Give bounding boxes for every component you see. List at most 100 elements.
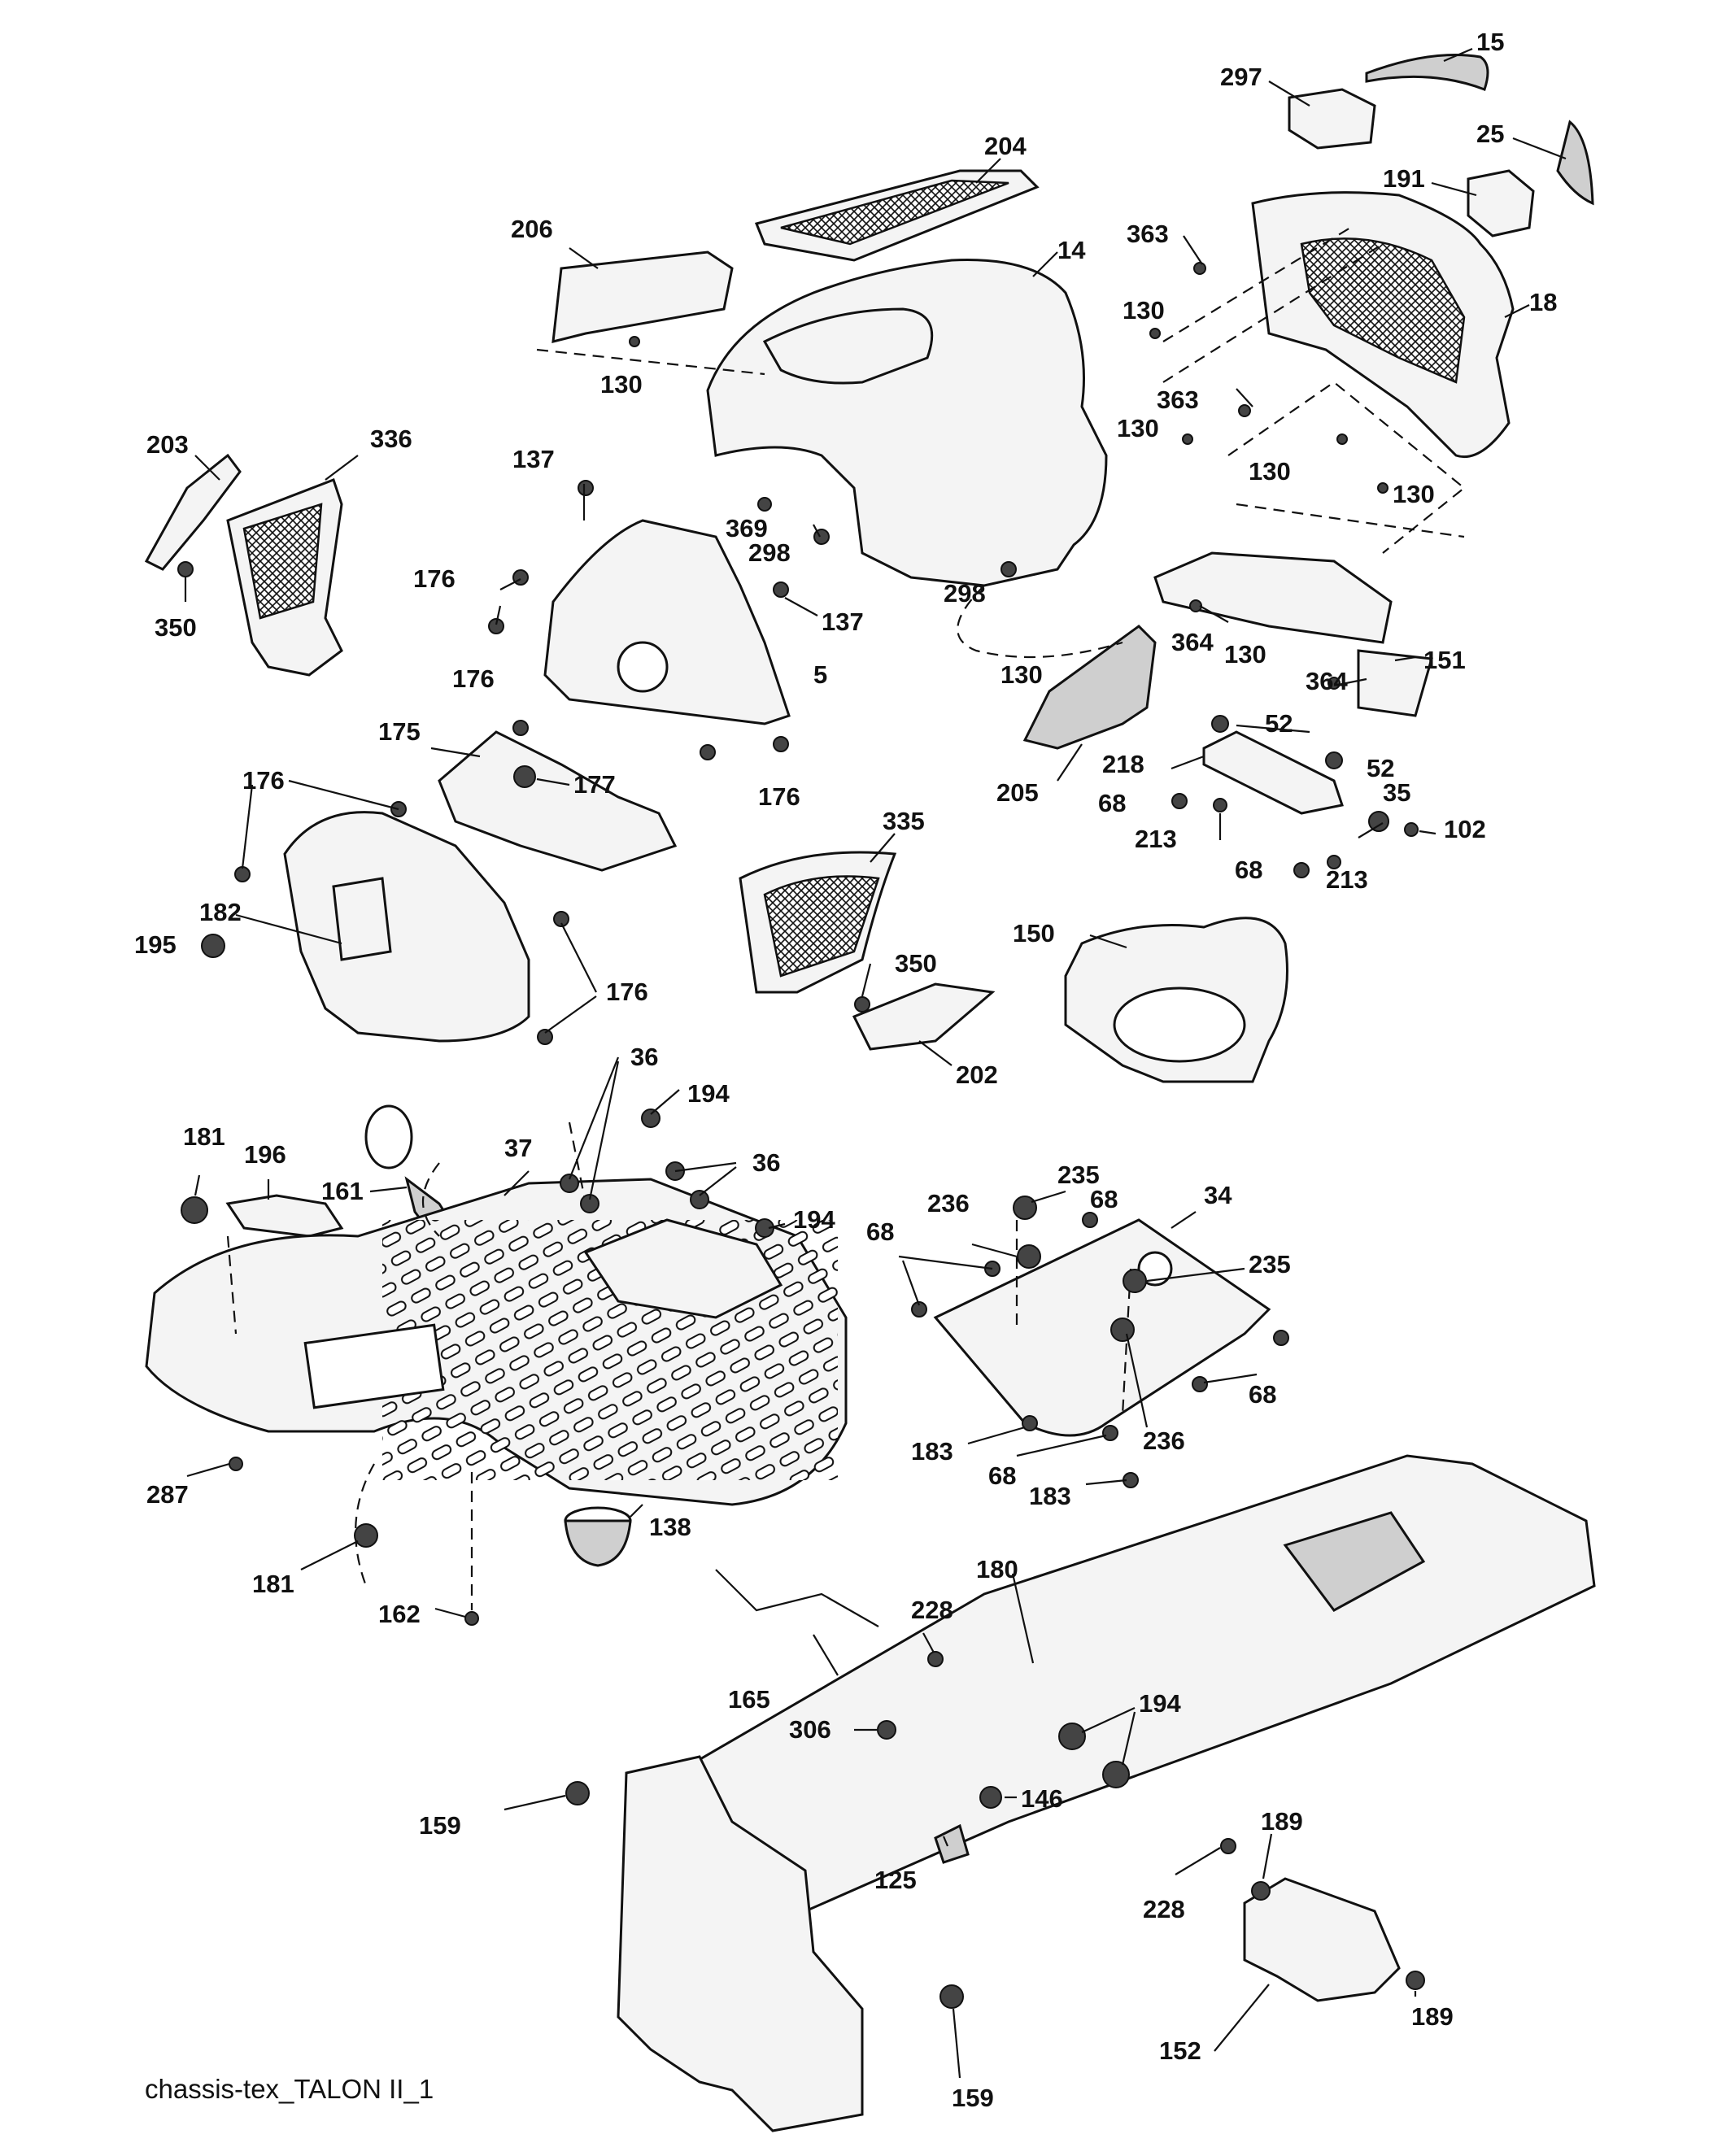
- fastener-363-a: [1193, 262, 1206, 275]
- fastener-235-a: [1013, 1196, 1037, 1220]
- fastener-130-b: [1149, 328, 1161, 339]
- fastener-102: [1404, 822, 1419, 837]
- fastener-176-e: [773, 736, 789, 752]
- callout-306: 306: [789, 1715, 831, 1744]
- callout-369: 369: [726, 514, 768, 542]
- part-5-dash-panel: [543, 519, 791, 725]
- part-150-ring: [1113, 987, 1246, 1063]
- fastener-176-d: [700, 744, 716, 760]
- callout-130-c: 130: [1117, 414, 1159, 442]
- fastener-177: [513, 765, 536, 788]
- callout-36-a: 36: [630, 1043, 658, 1071]
- fastener-369: [757, 497, 772, 512]
- fastener-68-g: [1192, 1376, 1208, 1392]
- callout-177: 177: [573, 770, 616, 799]
- fastener-235-b: [1123, 1269, 1147, 1293]
- part-182-lower-nose: [283, 811, 530, 1043]
- callout-37: 37: [504, 1134, 532, 1162]
- fastener-298-b: [1001, 561, 1017, 577]
- fastener-287: [229, 1457, 243, 1471]
- callout-130-b: 130: [600, 370, 643, 399]
- callout-213-a: 213: [1135, 825, 1177, 853]
- callout-189-b: 189: [1411, 2002, 1454, 2031]
- callout-151: 151: [1423, 646, 1466, 674]
- callout-181-a: 181: [183, 1122, 225, 1151]
- callout-196: 196: [244, 1140, 286, 1169]
- callout-52-b: 52: [1367, 754, 1394, 782]
- callout-191: 191: [1383, 164, 1425, 193]
- part-180-frame-front: [617, 1755, 864, 2132]
- callout-287: 287: [146, 1480, 189, 1509]
- fastener-137-a: [578, 480, 594, 496]
- fastener-36-d: [690, 1190, 709, 1209]
- callout-150: 150: [1013, 919, 1055, 947]
- part-18-grille-mesh: [1300, 237, 1466, 384]
- callout-68-b: 68: [1235, 856, 1262, 884]
- fastener-68-f: [1273, 1330, 1289, 1346]
- fastener-176-c: [512, 720, 529, 736]
- callout-35: 35: [1383, 778, 1410, 807]
- part-34-hole: [1137, 1251, 1173, 1287]
- part-138-boot: [564, 1519, 632, 1567]
- part-206-plate: [551, 250, 734, 343]
- callout-138: 138: [649, 1513, 691, 1541]
- callout-130-a: 130: [1123, 296, 1165, 324]
- callout-235-b: 235: [1249, 1250, 1291, 1278]
- fastener-213-a: [1213, 798, 1227, 812]
- fastener-162: [464, 1611, 479, 1626]
- fastener-35: [1368, 811, 1389, 832]
- callout-176-b: 176: [452, 664, 495, 693]
- part-151-bracket: [1357, 649, 1433, 717]
- callout-18: 18: [1529, 288, 1557, 316]
- callout-194-b: 194: [793, 1205, 835, 1234]
- callout-137-b: 137: [822, 608, 864, 636]
- part-37-pedal-opening: [303, 1323, 445, 1409]
- callout-68-d: 68: [866, 1217, 894, 1246]
- callout-125: 125: [874, 1866, 917, 1894]
- fastener-228-b: [1220, 1838, 1236, 1854]
- callout-14: 14: [1057, 236, 1086, 264]
- callout-297: 297: [1220, 63, 1262, 91]
- fastener-183-a: [1022, 1415, 1038, 1431]
- fastener-130-d: [1336, 433, 1348, 445]
- fastener-68-a: [1171, 793, 1188, 809]
- part-165-rod: [715, 1569, 879, 1627]
- part-191-block: [1467, 169, 1535, 237]
- fastener-130-c: [1182, 433, 1193, 445]
- fastener-176-h: [553, 911, 569, 927]
- fastener-130-a: [629, 336, 640, 347]
- callout-130-g: 130: [1001, 660, 1043, 689]
- callout-5: 5: [813, 660, 827, 689]
- callout-130-d: 130: [1249, 457, 1291, 486]
- part-336-mesh: [242, 503, 323, 620]
- part-34-plate: [933, 1218, 1271, 1437]
- callout-363-b: 363: [1157, 385, 1199, 414]
- callout-228-a: 228: [911, 1596, 953, 1624]
- part-196-cover: [225, 1194, 344, 1238]
- callout-68-f: 68: [988, 1461, 1016, 1490]
- callout-175: 175: [378, 717, 421, 746]
- fastener-52-b: [1325, 751, 1343, 769]
- callout-205: 205: [996, 778, 1039, 807]
- part-37-seat-opening: [583, 1218, 783, 1319]
- fastener-36-a: [560, 1174, 579, 1193]
- part-182-opening: [332, 877, 392, 961]
- callout-189-a: 189: [1261, 1807, 1303, 1836]
- fastener-146: [979, 1786, 1002, 1809]
- callout-130-f: 130: [1224, 640, 1266, 669]
- callout-298-a: 298: [748, 538, 791, 567]
- callout-228-b: 228: [1143, 1895, 1185, 1923]
- callout-leader-lines: [184, 47, 1567, 2079]
- part-364-bracket: [1153, 551, 1393, 644]
- fastener-176-g: [234, 866, 251, 882]
- callout-15: 15: [1476, 28, 1504, 56]
- callout-194-c: 194: [1139, 1689, 1181, 1718]
- part-335-mesh: [763, 875, 880, 978]
- callout-68-e: 68: [1249, 1380, 1276, 1409]
- callout-236-a: 236: [927, 1189, 970, 1217]
- callout-161: 161: [321, 1177, 364, 1205]
- callout-350-a: 350: [155, 613, 197, 642]
- callout-176-a: 176: [413, 564, 456, 593]
- fastener-194-a: [641, 1108, 660, 1128]
